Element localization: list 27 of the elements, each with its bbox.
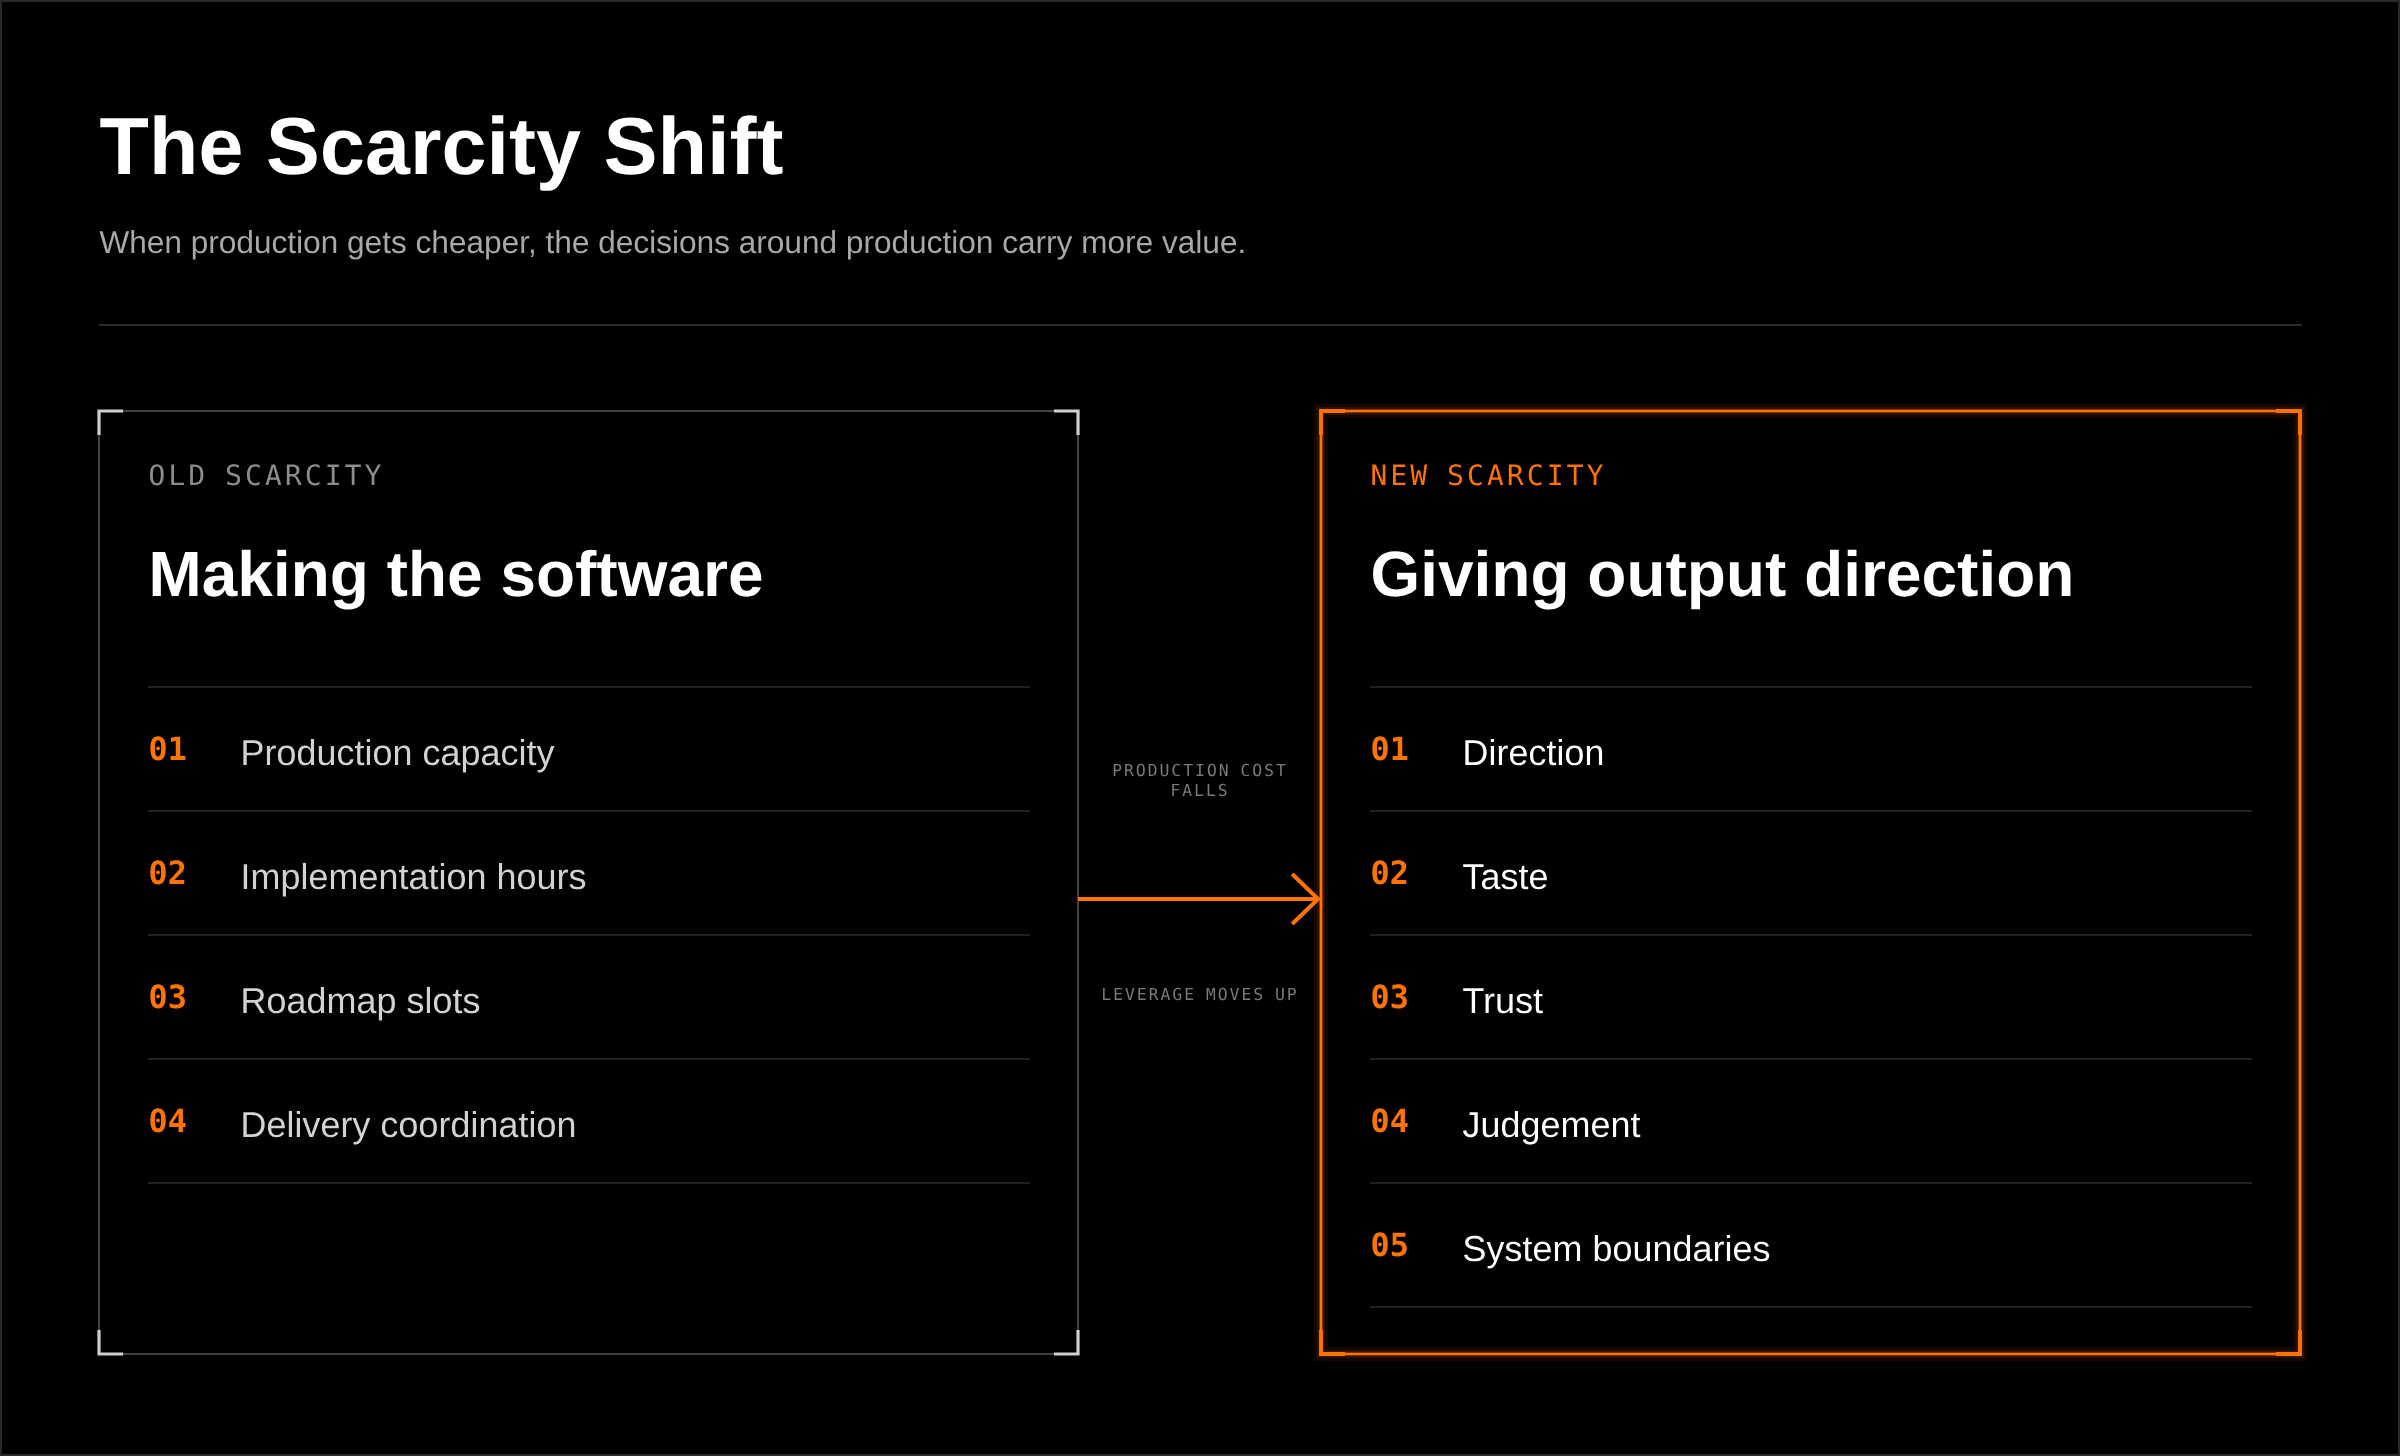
list-number: 03	[150, 984, 185, 1009]
list-item: Direction	[1465, 738, 1603, 766]
category-label: NEW SCARCITY	[1372, 464, 1603, 486]
title: The Scarcity Shift	[100, 115, 783, 191]
subtitle: When production gets cheaper, the decisions around production carry more value.	[99, 230, 1244, 260]
arrow-caption: LEVERAGE MOVES UP	[1103, 987, 1296, 1001]
list-item: Trust	[1463, 988, 1543, 1014]
list-item: Implementation hours	[243, 862, 586, 897]
list-item: Production capacity	[243, 738, 555, 773]
list-item: Taste	[1463, 864, 1547, 890]
list-number: 04	[150, 1108, 186, 1133]
list-number: 01	[150, 736, 186, 761]
list-item: Roadmap slots	[243, 986, 480, 1021]
arrow	[1078, 872, 1321, 926]
list-number: 02	[1372, 860, 1407, 885]
list-item: Judgement	[1463, 1110, 1641, 1145]
category-label: OLD SCARCITY	[150, 464, 381, 486]
list-number: 05	[1372, 1232, 1407, 1257]
arrow-caption: PRODUCTION COST FALLS	[1113, 763, 1286, 797]
list-number: 03	[1372, 984, 1407, 1009]
list-number: 04	[1372, 1108, 1408, 1133]
list-number: 02	[150, 860, 185, 885]
card-heading: Making the software	[152, 549, 762, 610]
list-item: Delivery coordination	[243, 1110, 575, 1145]
list-number: 01	[1372, 736, 1408, 761]
card-heading: Giving output direction	[1373, 549, 2071, 610]
list-item: System boundaries	[1464, 1234, 1770, 1269]
